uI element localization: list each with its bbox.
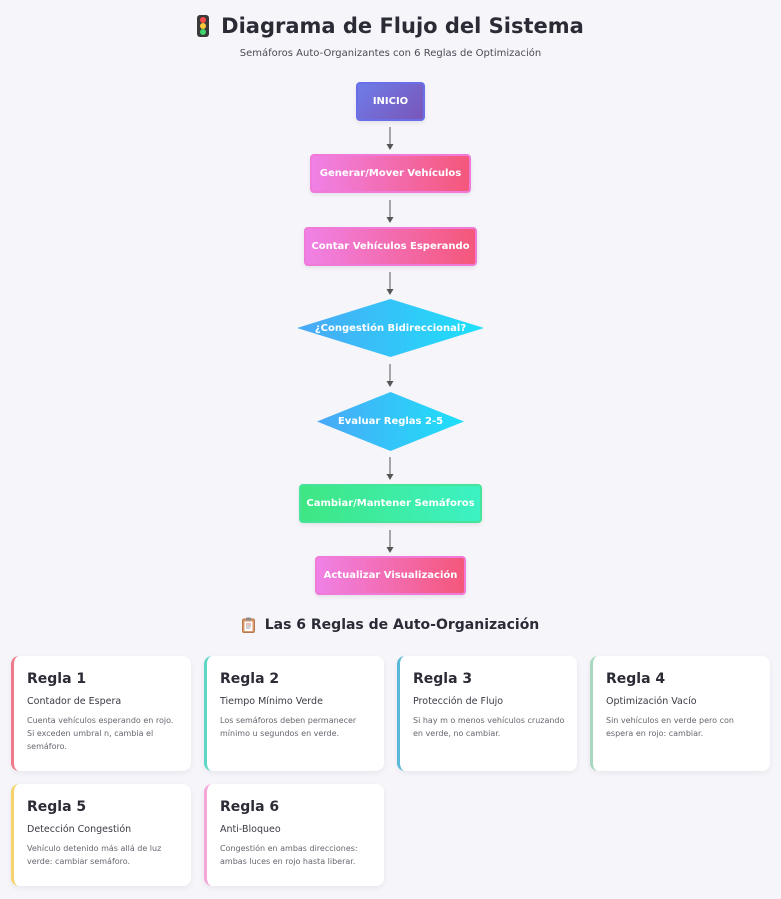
rule-card-1: Regla 1 Contador de Espera Cuenta vehícu… [11, 656, 191, 771]
start-node: INICIO [356, 82, 425, 121]
rule-description: Cuenta vehículos esperando en rojo. Si e… [27, 716, 174, 751]
page-title: Diagrama de Flujo del Sistema [221, 14, 584, 38]
count-waiting-node: Contar Vehículos Esperando [304, 227, 477, 266]
rule-title: Regla 5 [27, 799, 87, 815]
evaluate-rules-label: Evaluar Reglas 2-5 [337, 416, 444, 427]
rule-card-3: Regla 3 Protección de Flujo Si hay m o m… [397, 656, 577, 771]
arrow-icon [385, 272, 395, 296]
rule-subtitle: Detección Congestión [27, 824, 132, 835]
rule-subtitle: Anti-Bloqueo [220, 824, 281, 835]
rule-card-2: Regla 2 Tiempo Mínimo Verde Los semáforo… [204, 656, 384, 771]
rule-card-6: Regla 6 Anti-Bloqueo Congestión en ambas… [204, 784, 384, 886]
rule-subtitle: Tiempo Mínimo Verde [220, 696, 323, 707]
arrow-icon [385, 530, 395, 554]
traffic-light-icon [197, 15, 210, 37]
arrow-icon [385, 457, 395, 481]
congestion-decision-node: ¿Congestión Bidireccional? [297, 299, 484, 357]
switch-lights-node: Cambiar/Mantener Semáforos [299, 484, 482, 523]
rule-card-5: Regla 5 Detección Congestión Vehículo de… [11, 784, 191, 886]
clipboard-icon [241, 617, 255, 633]
rule-description: Los semáforos deben permanecer mínimo u … [220, 716, 357, 738]
rule-subtitle: Contador de Espera [27, 696, 122, 707]
rule-title: Regla 2 [220, 671, 280, 687]
rule-card-4: Regla 4 Optimización Vacío Sin vehículos… [590, 656, 770, 771]
rule-description: Vehículo detenido más allá de luz verde:… [27, 844, 162, 866]
rule-description: Si hay m o menos vehículos cruzando en v… [413, 716, 565, 738]
arrow-icon [385, 127, 395, 151]
title-row: Diagrama de Flujo del Sistema [0, 14, 781, 38]
evaluate-rules-node: Evaluar Reglas 2-5 [317, 392, 464, 451]
rules-heading: Las 6 Reglas de Auto-Organización [0, 617, 781, 633]
rule-description: Congestión en ambas direcciones: ambas l… [220, 844, 358, 866]
rule-subtitle: Optimización Vacío [606, 696, 697, 707]
rule-title: Regla 4 [606, 671, 666, 687]
update-visualization-node: Actualizar Visualización [315, 556, 466, 595]
rule-title: Regla 6 [220, 799, 280, 815]
rule-subtitle: Protección de Flujo [413, 696, 504, 707]
rules-title: Las 6 Reglas de Auto-Organización [264, 617, 540, 633]
header: Diagrama de Flujo del Sistema Semáforos … [0, 14, 781, 59]
arrow-icon [385, 200, 395, 224]
rule-title: Regla 1 [27, 671, 87, 687]
page-subtitle: Semáforos Auto-Organizantes con 6 Reglas… [239, 48, 542, 59]
arrow-icon [385, 364, 395, 388]
rule-description: Sin vehículos en verde pero con espera e… [606, 716, 734, 738]
congestion-decision-label: ¿Congestión Bidireccional? [314, 322, 467, 334]
generate-vehicles-node: Generar/Mover Vehículos [310, 154, 471, 193]
rule-title: Regla 3 [413, 671, 473, 687]
